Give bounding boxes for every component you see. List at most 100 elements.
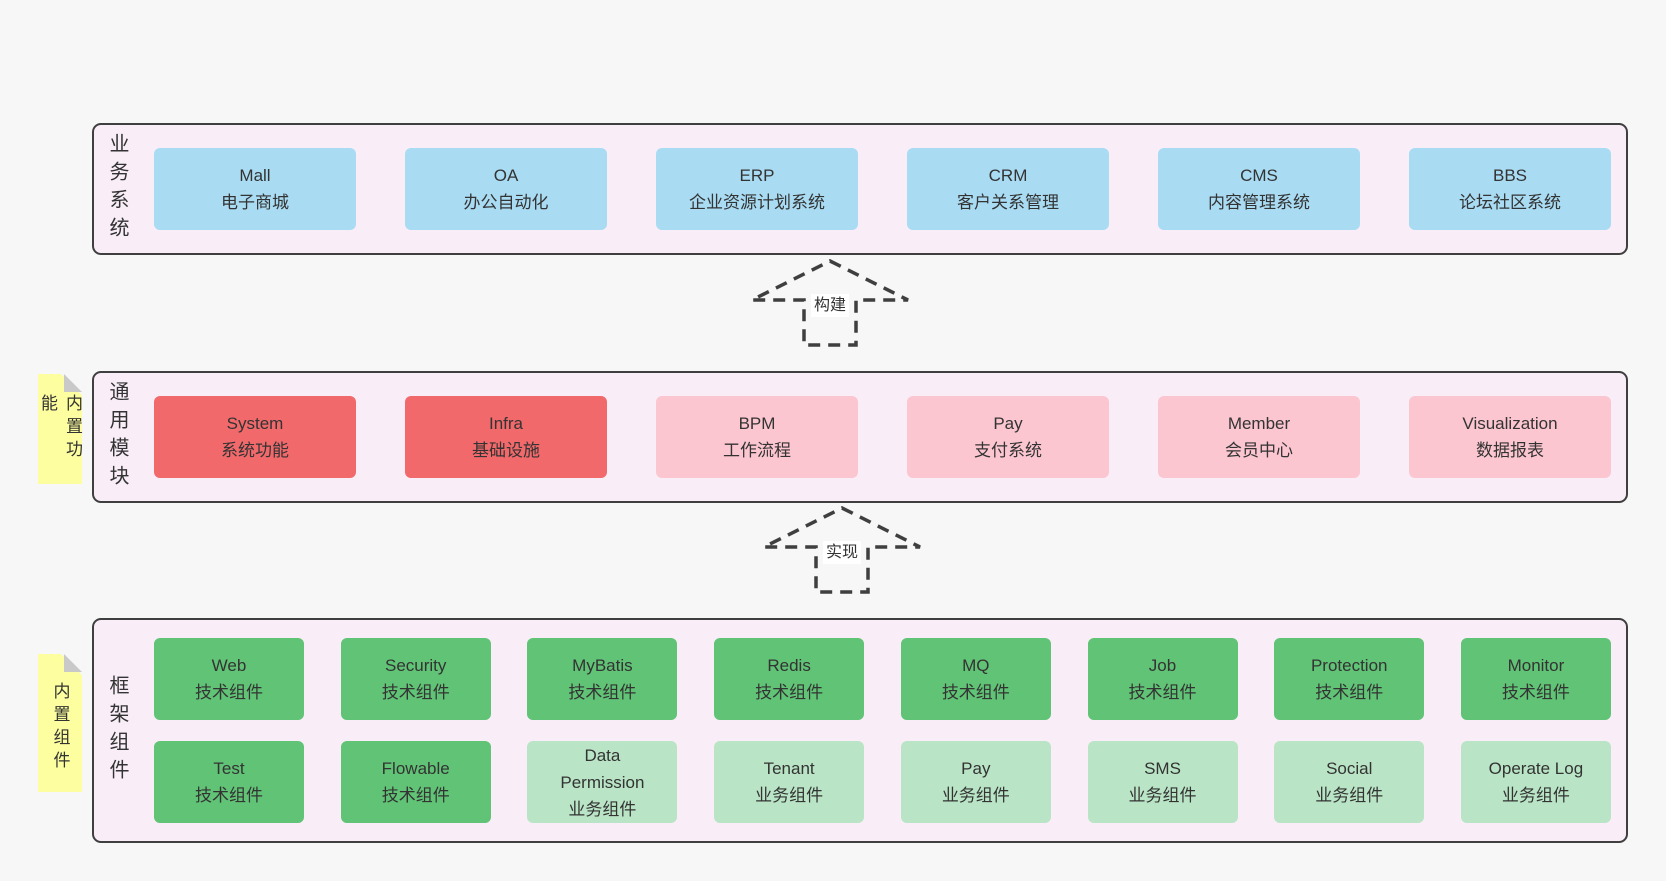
box-bpm: BPM 工作流程 [656,396,858,478]
folded-corner-icon [64,374,82,392]
box-security: Security 技术组件 [340,638,491,720]
framework-components-row2: Test 技术组件 Flowable 技术组件 Data Permission … [154,741,1611,823]
box-visualization: Visualization 数据报表 [1409,396,1611,478]
box-test-zh: 技术组件 [195,786,263,805]
box-security-en: Security [384,656,447,675]
box-protection-en: Protection [1310,656,1388,675]
box-monitor: Monitor 技术组件 [1460,638,1611,720]
up-arrow-icon [751,259,909,347]
box-infra-zh: 基础设施 [472,441,540,460]
box-test: Test 技术组件 [154,741,304,823]
box-system-en: System [226,414,284,433]
box-redis-zh: 技术组件 [755,683,824,702]
box-member-zh: 会员中心 [1225,441,1293,460]
box-flowable-zh: 技术组件 [381,786,450,805]
box-redis: Redis 技术组件 [714,638,865,720]
common-modules-label: 通用模块 [106,381,128,493]
built-in-functions-note: 内置功能 [38,374,82,484]
business-systems-row: Mall 电子商城 OA 办公自动化 ERP 企业资源计划系统 CRM 客户关系… [154,148,1611,230]
implement-arrow: 实现 [757,504,927,596]
build-arrow: 构建 [745,257,915,349]
box-mall-zh: 电子商城 [221,193,289,212]
box-system-zh: 系统功能 [221,441,289,460]
box-pay-component: Pay 业务组件 [900,741,1051,823]
box-pay-component-en: Pay [961,759,991,778]
box-mq-en: MQ [962,656,990,675]
box-job: Job 技术组件 [1087,638,1238,720]
box-bpm-zh: 工作流程 [723,441,791,460]
box-operate-log: Operate Log 业务组件 [1460,741,1611,823]
box-pay-en: Pay [993,414,1023,433]
common-modules-panel: 通用模块 System 系统功能 Infra 基础设施 BPM 工作流程 Pay… [92,371,1628,503]
box-bbs-zh: 论坛社区系统 [1459,193,1561,212]
business-systems-label: 业务系统 [106,133,128,245]
box-web-zh: 技术组件 [195,683,263,702]
built-in-components-note: 内置组件 [38,654,82,792]
box-mybatis-zh: 技术组件 [568,683,637,702]
box-mq: MQ 技术组件 [900,638,1051,720]
box-social-zh: 业务组件 [1315,786,1384,805]
box-mall-en: Mall [239,166,271,185]
box-mybatis: MyBatis 技术组件 [527,638,678,720]
box-protection: Protection 技术组件 [1274,638,1425,720]
box-pay: Pay 支付系统 [907,396,1109,478]
implement-arrow-label: 实现 [822,541,862,564]
business-systems-panel: 业务系统 Mall 电子商城 OA 办公自动化 ERP 企业资源计划系统 CRM… [92,123,1628,255]
box-crm-en: CRM [988,166,1028,185]
box-web: Web 技术组件 [154,638,304,720]
box-protection-zh: 技术组件 [1315,683,1384,702]
box-operate-log-zh: 业务组件 [1501,786,1570,805]
box-web-en: Web [211,656,247,675]
box-cms-en: CMS [1240,166,1278,185]
box-sms-en: SMS [1144,759,1181,778]
common-modules-row: System 系统功能 Infra 基础设施 BPM 工作流程 Pay 支付系统… [154,396,1611,478]
box-social-en: Social [1326,759,1373,778]
built-in-components-note-text: 内置组件 [50,682,70,774]
box-crm-zh: 客户关系管理 [957,193,1059,212]
box-visualization-zh: 数据报表 [1476,441,1544,460]
box-operate-log-en: Operate Log [1488,759,1584,778]
box-test-en: Test [213,759,245,778]
box-flowable: Flowable 技术组件 [340,741,491,823]
box-tenant: Tenant 业务组件 [714,741,865,823]
box-data-permission: Data Permission 业务组件 [527,741,678,823]
box-job-zh: 技术组件 [1128,683,1197,702]
build-arrow-label: 构建 [810,294,850,317]
box-erp-zh: 企业资源计划系统 [689,193,825,212]
box-mybatis-en: MyBatis [572,656,633,675]
box-sms: SMS 业务组件 [1087,741,1238,823]
box-oa-zh: 办公自动化 [463,193,549,212]
box-tenant-zh: 业务组件 [755,786,824,805]
framework-components-row1: Web 技术组件 Security 技术组件 MyBatis 技术组件 Redi… [154,638,1611,720]
box-erp: ERP 企业资源计划系统 [656,148,858,230]
box-crm: CRM 客户关系管理 [907,148,1109,230]
box-mq-zh: 技术组件 [941,683,1010,702]
box-system: System 系统功能 [154,396,356,478]
box-infra-en: Infra [488,414,524,433]
framework-components-panel: 框架组件 Web 技术组件 Security 技术组件 MyBatis 技术组件… [92,618,1628,843]
box-oa: OA 办公自动化 [405,148,607,230]
box-sms-zh: 业务组件 [1128,786,1197,805]
built-in-functions-note-text: 内置功能 [38,394,82,463]
box-redis-en: Redis [767,656,811,675]
box-data-permission-en: Data Permission [560,745,645,792]
box-cms: CMS 内容管理系统 [1158,148,1360,230]
box-monitor-zh: 技术组件 [1501,683,1570,702]
box-job-en: Job [1148,656,1177,675]
box-pay-component-zh: 业务组件 [941,786,1010,805]
box-pay-zh: 支付系统 [974,441,1042,460]
box-oa-en: OA [493,166,519,185]
box-bbs: BBS 论坛社区系统 [1409,148,1611,230]
box-bpm-en: BPM [738,414,776,433]
box-infra: Infra 基础设施 [405,396,607,478]
box-social: Social 业务组件 [1274,741,1425,823]
box-mall: Mall 电子商城 [154,148,356,230]
box-bbs-en: BBS [1492,166,1528,185]
box-security-zh: 技术组件 [381,683,450,702]
box-cms-zh: 内容管理系统 [1208,193,1310,212]
folded-corner-icon [64,654,82,672]
box-member-en: Member [1227,414,1291,433]
box-tenant-en: Tenant [763,759,815,778]
box-erp-en: ERP [739,166,775,185]
framework-components-label: 框架组件 [106,674,128,787]
